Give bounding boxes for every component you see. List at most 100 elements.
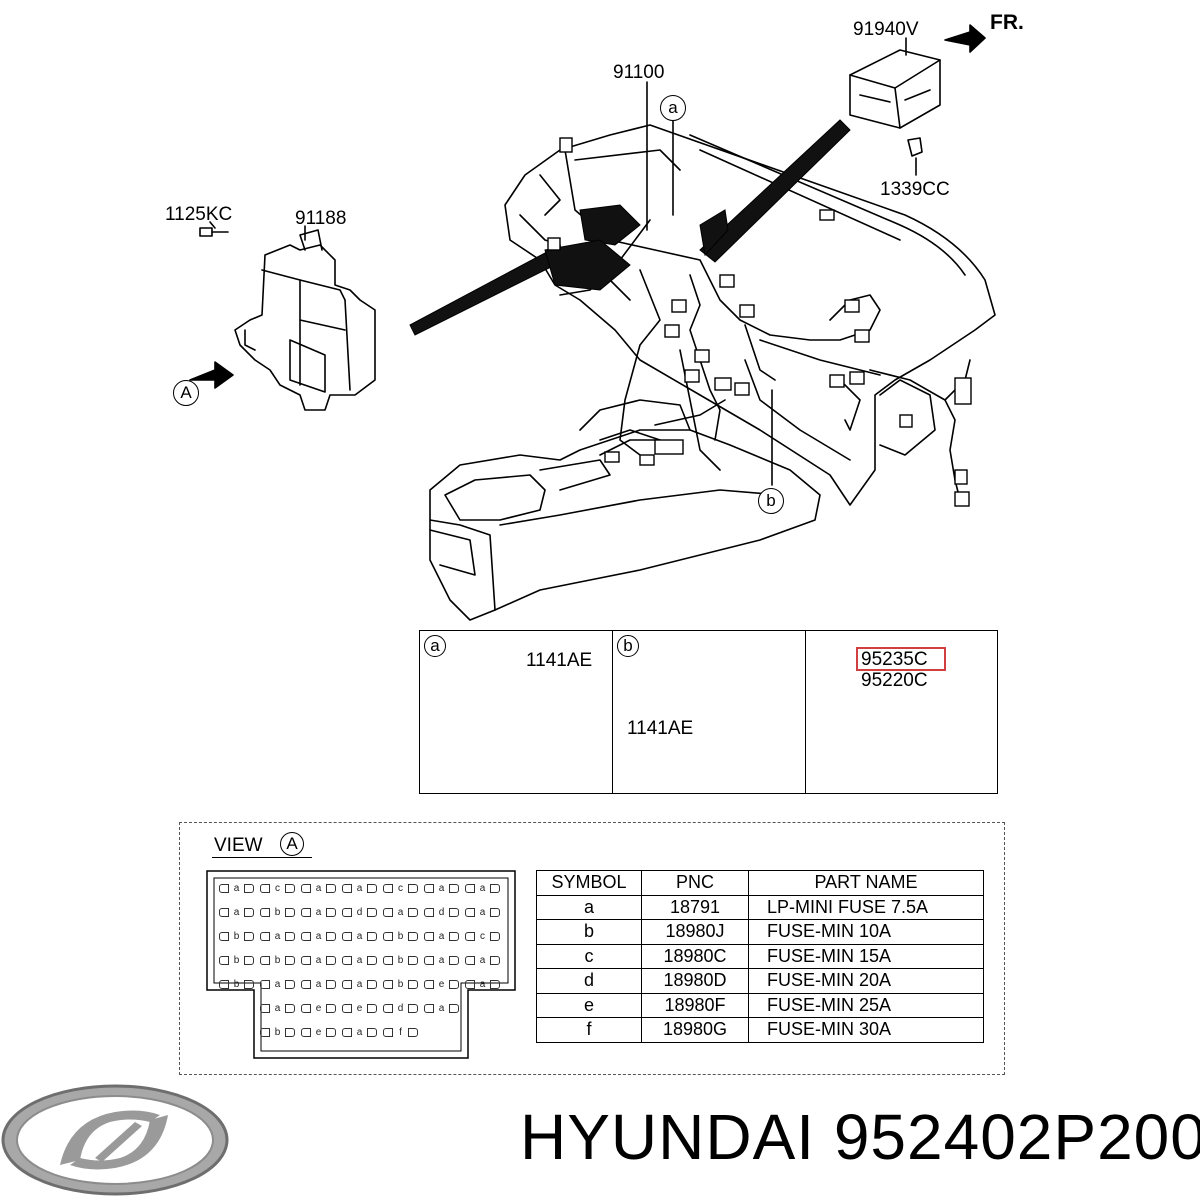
fuse-slot: b (382, 954, 419, 968)
fuse-slot: e (341, 1002, 378, 1016)
table-row: d 18980D FUSE-MIN 20A (536, 968, 984, 994)
fuse-slot: b (218, 954, 255, 968)
view-underline (212, 857, 312, 858)
fuse-slot: d (423, 906, 460, 920)
detail-b-circle: b (617, 635, 639, 657)
fuse-slot: b (259, 954, 296, 968)
fuse-slot: a (423, 954, 460, 968)
relay-part-other: 95220C (861, 670, 928, 691)
fuse-slot: a (300, 978, 337, 992)
fuse-slot: a (341, 954, 378, 968)
detail-panel-b: b 1141AE (612, 630, 806, 794)
fuse-slot: d (382, 1002, 419, 1016)
cell-part-name: FUSE-MIN 25A (748, 992, 984, 1018)
fuse-slot: f (382, 1026, 419, 1040)
part-number: 952402P200 (833, 1101, 1200, 1173)
fuse-slot: a (464, 882, 501, 896)
detail-panel-relay: 95235C 95220C (805, 630, 998, 794)
cell-symbol: b (536, 919, 642, 945)
brand-name: HYUNDAI (520, 1101, 816, 1173)
circle-callout-b: b (758, 488, 784, 514)
detail-a-part-label: 1141AE (526, 650, 593, 671)
fuse-slot: a (464, 906, 501, 920)
fuse-slot: a (218, 906, 255, 920)
table-row: e 18980F FUSE-MIN 25A (536, 992, 984, 1018)
fuse-slot: a (218, 882, 255, 896)
fuse-slot: a (341, 930, 378, 944)
fuse-slot: a (300, 930, 337, 944)
table-header-symbol: SYMBOL (536, 870, 642, 896)
circle-callout-a: a (660, 95, 686, 121)
fuse-slot: a (300, 954, 337, 968)
fuse-slot: b (382, 978, 419, 992)
fuse-slot: a (423, 1002, 460, 1016)
fuse-slot: e (300, 1026, 337, 1040)
fuse-slot: a (341, 1026, 378, 1040)
label-91188: 91188 (295, 208, 347, 229)
detail-b-part-label: 1141AE (627, 718, 694, 739)
fuse-slot: a (300, 906, 337, 920)
fuse-slot: b (218, 978, 255, 992)
cell-symbol: c (536, 943, 642, 969)
fuse-legend-table: SYMBOL PNC PART NAME a 18791 LP-MINI FUS… (536, 870, 984, 1043)
cell-pnc: 18980C (641, 943, 749, 969)
fuse-slot: e (300, 1002, 337, 1016)
fuse-slot: e (423, 978, 460, 992)
fuse-slot: a (423, 930, 460, 944)
detail-panel-a: a 1141AE (419, 630, 613, 794)
cell-part-name: LP-MINI FUSE 7.5A (748, 894, 984, 920)
cell-symbol: f (536, 1017, 642, 1043)
relay-part-highlighted: 95235C (861, 649, 928, 670)
fuse-slot: a (259, 978, 296, 992)
label-1339cc: 1339CC (880, 179, 950, 200)
cell-pnc: 18980D (641, 968, 749, 994)
fuse-slot: a (341, 882, 378, 896)
view-circle: A (280, 832, 304, 856)
cell-symbol: a (536, 894, 642, 920)
cell-pnc: 18791 (641, 894, 749, 920)
cell-part-name: FUSE-MIN 10A (748, 919, 984, 945)
cell-pnc: 18980F (641, 992, 749, 1018)
fuse-slot: a (423, 882, 460, 896)
view-title: VIEW (214, 835, 263, 856)
table-header-pnc: PNC (641, 870, 749, 896)
fuse-slot: d (341, 906, 378, 920)
label-91100: 91100 (613, 62, 665, 83)
fuse-slot: a (259, 930, 296, 944)
table-row: a 18791 LP-MINI FUSE 7.5A (536, 894, 984, 920)
table-row: f 18980G FUSE-MIN 30A (536, 1017, 984, 1043)
cell-pnc: 18980J (641, 919, 749, 945)
fuse-slot: c (464, 930, 501, 944)
cell-symbol: e (536, 992, 642, 1018)
brand-part-number-caption: HYUNDAI 952402P200 (520, 1105, 1200, 1169)
table-row: c 18980C FUSE-MIN 15A (536, 943, 984, 969)
fuse-slot: a (464, 954, 501, 968)
cell-symbol: d (536, 968, 642, 994)
table-header-part-name: PART NAME (748, 870, 984, 896)
fuse-slot: a (341, 978, 378, 992)
cell-part-name: FUSE-MIN 30A (748, 1017, 984, 1043)
cell-part-name: FUSE-MIN 15A (748, 943, 984, 969)
cell-part-name: FUSE-MIN 20A (748, 968, 984, 994)
fuse-slot: a (382, 906, 419, 920)
label-91940v: 91940V (853, 19, 919, 40)
fuse-slot: b (382, 930, 419, 944)
cell-pnc: 18980G (641, 1017, 749, 1043)
fuse-slot: a (259, 1002, 296, 1016)
fuse-slot: c (259, 882, 296, 896)
view-a-section (179, 822, 1005, 1075)
fuse-slot: a (464, 978, 501, 992)
label-front: FR. (990, 11, 1024, 34)
label-1125kc: 1125KC (165, 204, 233, 225)
part-highlight-box (856, 647, 946, 671)
fuse-block-outline (206, 870, 516, 1059)
fuse-slot: c (382, 882, 419, 896)
fuse-slot: a (300, 882, 337, 896)
hyundai-logo-icon (1, 1084, 229, 1196)
detail-a-circle: a (424, 635, 446, 657)
table-row: b 18980J FUSE-MIN 10A (536, 919, 984, 945)
fuse-slot: b (259, 1026, 296, 1040)
fuse-slot: b (218, 930, 255, 944)
circle-callout-A: A (173, 380, 199, 406)
